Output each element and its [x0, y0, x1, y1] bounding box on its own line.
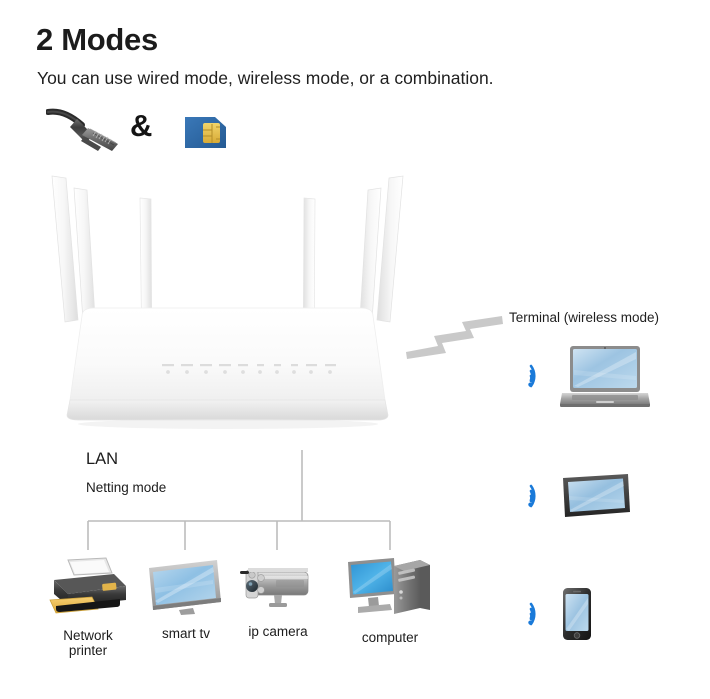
ethernet-cable-icon [45, 108, 118, 151]
wireless-device-laptop[interactable] [527, 344, 650, 408]
network-printer-icon [49, 557, 126, 614]
wifi-signal-icon [528, 484, 536, 508]
computer-icon [348, 558, 430, 614]
ip-camera-icon [240, 568, 309, 607]
lan-device-smart-tv[interactable]: smart tv [140, 558, 232, 641]
wifi-signal-icon [528, 602, 536, 626]
wireless-terminal-title: Terminal (wireless mode) [509, 310, 660, 325]
sim-card-icon [185, 117, 226, 148]
lan-device-label: smart tv [161, 626, 210, 641]
netting-mode-label: Netting mode [86, 480, 167, 495]
lan-device-network-printer[interactable]: Network printer [40, 556, 136, 658]
wifi-signal-icon [528, 364, 536, 388]
lan-title: LAN [86, 450, 119, 468]
smart-tv-icon [149, 560, 221, 615]
lan-device-computer[interactable]: computer [344, 552, 436, 645]
lan-device-ip-camera[interactable]: ip camera [234, 562, 322, 639]
smartphone-icon [563, 588, 591, 640]
tablet-icon [563, 474, 630, 517]
laptop-icon [560, 346, 650, 407]
wireless-device-smartphone[interactable] [527, 586, 594, 642]
ampersand-symbol: & [130, 108, 153, 143]
lan-connection-lines [87, 450, 391, 550]
lan-device-label: computer [361, 630, 419, 645]
page-title: 2 Modes [36, 22, 158, 57]
mode-icon-row [45, 104, 246, 154]
wireless-signal-zigzag-icon [406, 316, 503, 359]
lan-device-label: ip camera [248, 624, 308, 639]
wifi-router [51, 175, 404, 429]
wireless-device-tablet[interactable] [527, 472, 632, 520]
lan-device-label: Network printer [63, 628, 113, 659]
page-subtitle: You can use wired mode, wireless mode, o… [37, 68, 494, 88]
